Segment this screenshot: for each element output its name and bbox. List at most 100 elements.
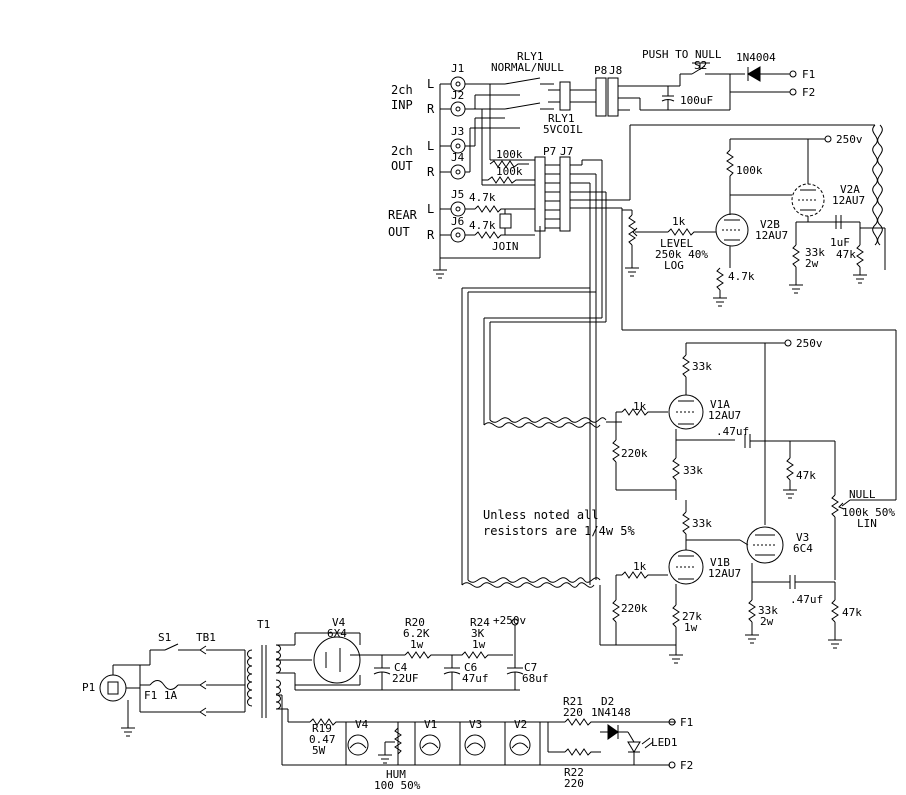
r33k-v1b-plate-label: 33k xyxy=(692,517,712,530)
f2-bottom-label: F2 xyxy=(680,759,693,772)
s2-label: S2 xyxy=(694,59,707,72)
jack-section xyxy=(433,76,541,279)
c4-label: C4 xyxy=(394,661,408,674)
level-label: LEVEL xyxy=(660,237,693,250)
rear-label: REAR xyxy=(388,208,418,222)
p7-label: P7 xyxy=(543,145,556,158)
twisted-pairs xyxy=(461,124,883,588)
r33k2w-top-w-label: 2w xyxy=(805,257,819,270)
f1-bottom-label: F1 xyxy=(680,716,693,729)
c7-label: C7 xyxy=(524,661,537,674)
p1-label: P1 xyxy=(82,681,95,694)
r27k-label: 27k xyxy=(682,610,702,623)
j6-label: J6 xyxy=(451,215,464,228)
t1-label: T1 xyxy=(257,618,270,631)
c4-value-label: 22UF xyxy=(392,672,419,685)
L3-label: L xyxy=(427,202,434,216)
r22-label: R22 xyxy=(564,766,584,779)
v4-label: V4 xyxy=(332,616,346,629)
R1-label: R xyxy=(427,102,435,116)
v2b-label: V2B xyxy=(760,218,780,231)
level-value-label: 250k 40% xyxy=(655,248,708,261)
r47k-a-label: 4.7k xyxy=(469,191,496,204)
cap-100uf-label: 100uF xyxy=(680,94,713,107)
v2-section xyxy=(622,135,886,307)
r24-value-label: 3K xyxy=(471,627,485,640)
r1k-v1b-label: 1k xyxy=(633,560,647,573)
null-law-label: LIN xyxy=(857,517,877,530)
r22-value-label: 220 xyxy=(564,777,584,790)
r47k-v3-label: 47k xyxy=(842,606,862,619)
f1-top-label: F1 xyxy=(802,68,815,81)
rly1-coil-label: 5VCOIL xyxy=(543,123,583,136)
v1a-type-label: 12AU7 xyxy=(708,409,741,422)
r100k-a-label: 100k xyxy=(496,148,523,161)
led1-label: LED1 xyxy=(651,736,678,749)
out-2ch-label: 2ch xyxy=(391,144,413,158)
r33k2w-v3-label: 33k xyxy=(758,604,778,617)
hum-value-label: 100 50% xyxy=(374,779,421,792)
inp-label: INP xyxy=(391,98,413,112)
rly1-bottom-label: RLY1 xyxy=(548,112,575,125)
r47k-b-label: 4.7k xyxy=(469,219,496,232)
heater-v2-label: V2 xyxy=(514,718,527,731)
r100k-b-label: 100k xyxy=(496,165,523,178)
v1-section xyxy=(599,208,897,664)
f2-top-label: F2 xyxy=(802,86,815,99)
inp-2ch-label: 2ch xyxy=(391,83,413,97)
plus250-label: +250v xyxy=(493,614,526,627)
r20-value-label: 6.2K xyxy=(403,627,430,640)
heater-v1-label: V1 xyxy=(424,718,437,731)
v250-mid-label: 250v xyxy=(796,337,823,350)
push-to-null-label: PUSH TO NULL xyxy=(642,48,722,61)
L2-label: L xyxy=(427,139,434,153)
r33k-v1a-label: 33k xyxy=(692,360,712,373)
v1b-label: V1B xyxy=(710,556,730,569)
v1b-type-label: 12AU7 xyxy=(708,567,741,580)
r19-w-label: 5W xyxy=(312,744,326,757)
null-label: NULL xyxy=(849,488,876,501)
r33k2w-v3-w-label: 2w xyxy=(760,615,774,628)
heater-v3-label: V3 xyxy=(469,718,482,731)
note-line-2: resistors are 1/4w 5% xyxy=(483,524,635,538)
j2-label: J2 xyxy=(451,89,464,102)
rly1-label: RLY1 xyxy=(517,50,544,63)
r1k-level-label: 1k xyxy=(672,215,686,228)
r100k-plate-label: 100k xyxy=(736,164,763,177)
d2-type-label: 1N4148 xyxy=(591,706,631,719)
fuse-f1-label: F1 1A xyxy=(144,689,177,702)
r47k-top-label: 47k xyxy=(836,248,856,261)
heater-v4-label: V4 xyxy=(355,718,369,731)
R3-label: R xyxy=(427,228,435,242)
r24-w-label: 1w xyxy=(472,638,486,651)
j8-label: J8 xyxy=(609,64,622,77)
r1k-v1a-label: 1k xyxy=(633,400,647,413)
r20-label: R20 xyxy=(405,616,425,629)
v2a-label: V2A xyxy=(840,183,860,196)
r21-label: R21 xyxy=(563,695,583,708)
L1-label: L xyxy=(427,77,434,91)
j7-label: J7 xyxy=(560,145,573,158)
v250-top-label: 250v xyxy=(836,133,863,146)
relay-rly1 xyxy=(504,77,580,111)
v3-type-label: 6C4 xyxy=(793,542,813,555)
j5-label: J5 xyxy=(451,188,464,201)
labels: RLY1 NORMAL/NULL RLY1 5VCOIL PUSH TO NUL… xyxy=(82,48,895,792)
p8-label: P8 xyxy=(594,64,607,77)
v2a-type-label: 12AU7 xyxy=(832,194,865,207)
rear-out-label: OUT xyxy=(388,225,410,239)
connector-p7-j7 xyxy=(461,124,875,585)
note-line-1: Unless noted all xyxy=(483,508,599,522)
s1-label: S1 xyxy=(158,631,171,644)
v3-label: V3 xyxy=(796,531,809,544)
level-law-label: LOG xyxy=(664,259,684,272)
r33k2w-top-label: 33k xyxy=(805,246,825,259)
r27k-w-label: 1w xyxy=(684,621,698,634)
v2b-type-label: 12AU7 xyxy=(755,229,788,242)
v1a-label: V1A xyxy=(710,398,730,411)
power-supply-section xyxy=(99,618,676,769)
out-label: OUT xyxy=(391,159,413,173)
r220k-a-label: 220k xyxy=(621,447,648,460)
j4-label: J4 xyxy=(451,151,465,164)
